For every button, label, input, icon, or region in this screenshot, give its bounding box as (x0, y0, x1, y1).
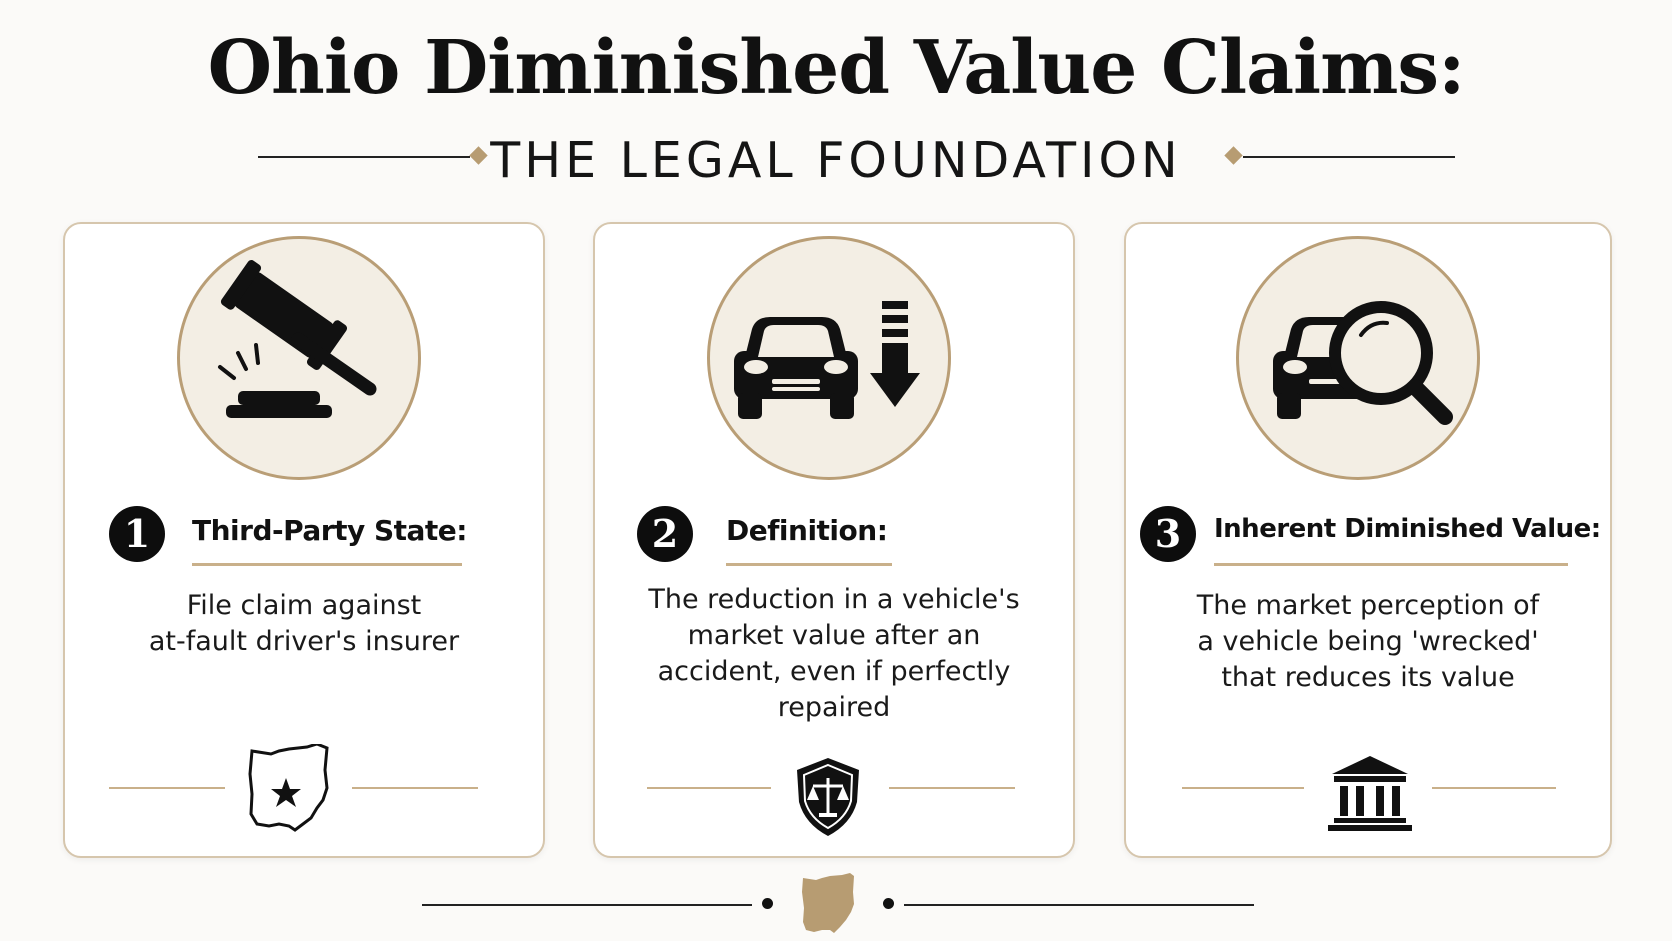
card-body-line: accident, even if perfectly (657, 656, 1011, 687)
card-body-line: market value after an (687, 620, 981, 651)
footer-rule-left (647, 787, 771, 789)
card-body-line: File claim against (186, 590, 422, 621)
heading-underline (726, 563, 892, 566)
card-body-line: that reduces its value (1221, 662, 1515, 693)
footer-rule-right (1432, 787, 1556, 789)
subtitle-right-rule (1243, 156, 1455, 158)
page-subtitle: THE LEGAL FOUNDATION (490, 132, 1182, 189)
card-heading: Inherent Diminished Value: (1214, 514, 1601, 544)
card-body-line: a vehicle being 'wrecked' (1197, 626, 1539, 657)
card-inherent-diminished-value: 3 Inherent Diminished Value: The market … (1124, 222, 1612, 858)
car-magnifier-icon (1273, 301, 1453, 425)
subtitle-left-rule (258, 156, 470, 158)
courthouse-icon (1328, 756, 1412, 831)
card-body: The market perception of a vehicle being… (1146, 588, 1590, 696)
gavel-icon-circle (177, 236, 421, 480)
footer-rule-left (109, 787, 225, 789)
bottom-right-dot (883, 898, 894, 909)
car-value-down-icon (734, 301, 920, 419)
card-heading: Definition: (726, 514, 888, 547)
car-value-icon-circle (707, 236, 951, 480)
card-body-line: at-fault driver's insurer (148, 626, 460, 657)
card-body-line: The market perception of (1196, 590, 1540, 621)
step-number-badge: 2 (637, 506, 693, 562)
heading-underline (192, 563, 462, 566)
card-body: The reduction in a vehicle's market valu… (609, 582, 1059, 726)
shield-scales-icon (797, 758, 859, 836)
step-number-badge: 3 (1140, 506, 1196, 562)
card-body-line: repaired (777, 692, 891, 723)
card-heading: Third-Party State: (192, 514, 467, 547)
ohio-state-star-icon (248, 744, 329, 832)
footer-rule-right (889, 787, 1015, 789)
gavel-icon (218, 260, 377, 418)
bottom-left-dot (762, 898, 773, 909)
bottom-right-rule (904, 904, 1254, 906)
card-third-party-state: 1 Third-Party State: File claim against … (63, 222, 545, 858)
page-title: Ohio Diminished Value Claims: (207, 25, 1466, 111)
footer-rule-left (1182, 787, 1304, 789)
heading-underline (1214, 563, 1568, 566)
subtitle-row: THE LEGAL FOUNDATION (0, 128, 1672, 189)
card-body: File claim against at-fault driver's ins… (85, 588, 523, 660)
footer-rule-right (352, 787, 478, 789)
bottom-left-rule (422, 904, 752, 906)
card-definition: 2 Definition: The reduction in a vehicle… (593, 222, 1075, 858)
step-number-badge: 1 (109, 506, 165, 562)
car-magnifier-icon-circle (1236, 236, 1480, 480)
ohio-map-icon (802, 873, 854, 933)
card-body-line: The reduction in a vehicle's (648, 584, 1020, 615)
